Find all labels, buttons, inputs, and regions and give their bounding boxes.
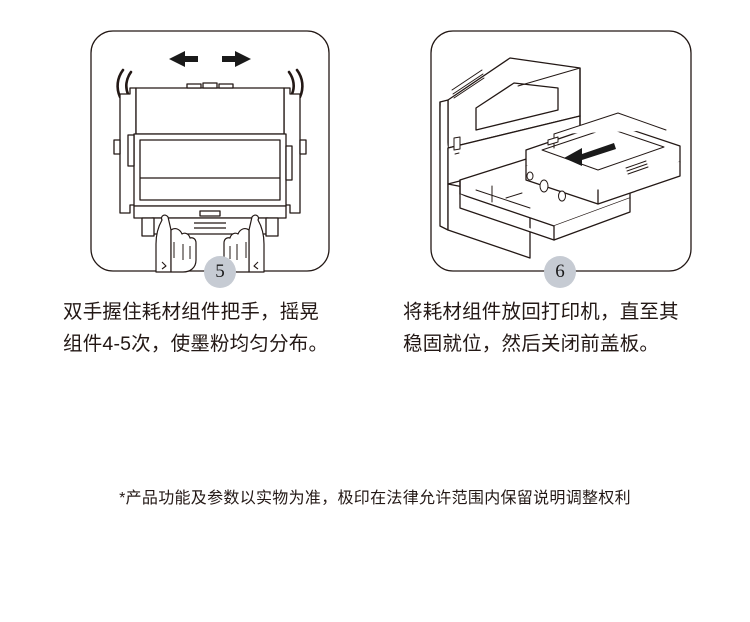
printer-insert-cartridge-illustration [430, 30, 692, 272]
footer-disclaimer: *产品功能及参数以实物为准，极印在法律允许范围内保留说明调整权利 [119, 490, 631, 507]
arrow-left-icon [169, 51, 198, 67]
step-card-5: 5 双手握住耗材组件把手，摇晃 组件4-5次，使墨粉均匀分布。 [55, 0, 365, 370]
shake-marks-right-icon [287, 68, 304, 99]
step-number-badge: 6 [544, 256, 576, 288]
toner-cartridge-shake-illustration [90, 30, 330, 273]
hands-icon [155, 214, 265, 273]
shake-marks-left-icon [116, 68, 133, 99]
step-card-6: 6 将耗材组件放回打印机，直至其 稳固就位，然后关闭前盖板。 [395, 0, 705, 370]
steps-row: 5 双手握住耗材组件把手，摇晃 组件4-5次，使墨粉均匀分布。 [55, 0, 705, 370]
step-caption: 双手握住耗材组件把手，摇晃 组件4-5次，使墨粉均匀分布。 [63, 301, 329, 355]
arrow-insert-left-icon [564, 143, 616, 166]
printer-icon [439, 57, 681, 259]
arrow-right-icon [222, 51, 251, 67]
step-caption: 将耗材组件放回打印机，直至其 稳固就位，然后关闭前盖板。 [403, 301, 679, 355]
step-number-badge: 5 [204, 256, 236, 288]
